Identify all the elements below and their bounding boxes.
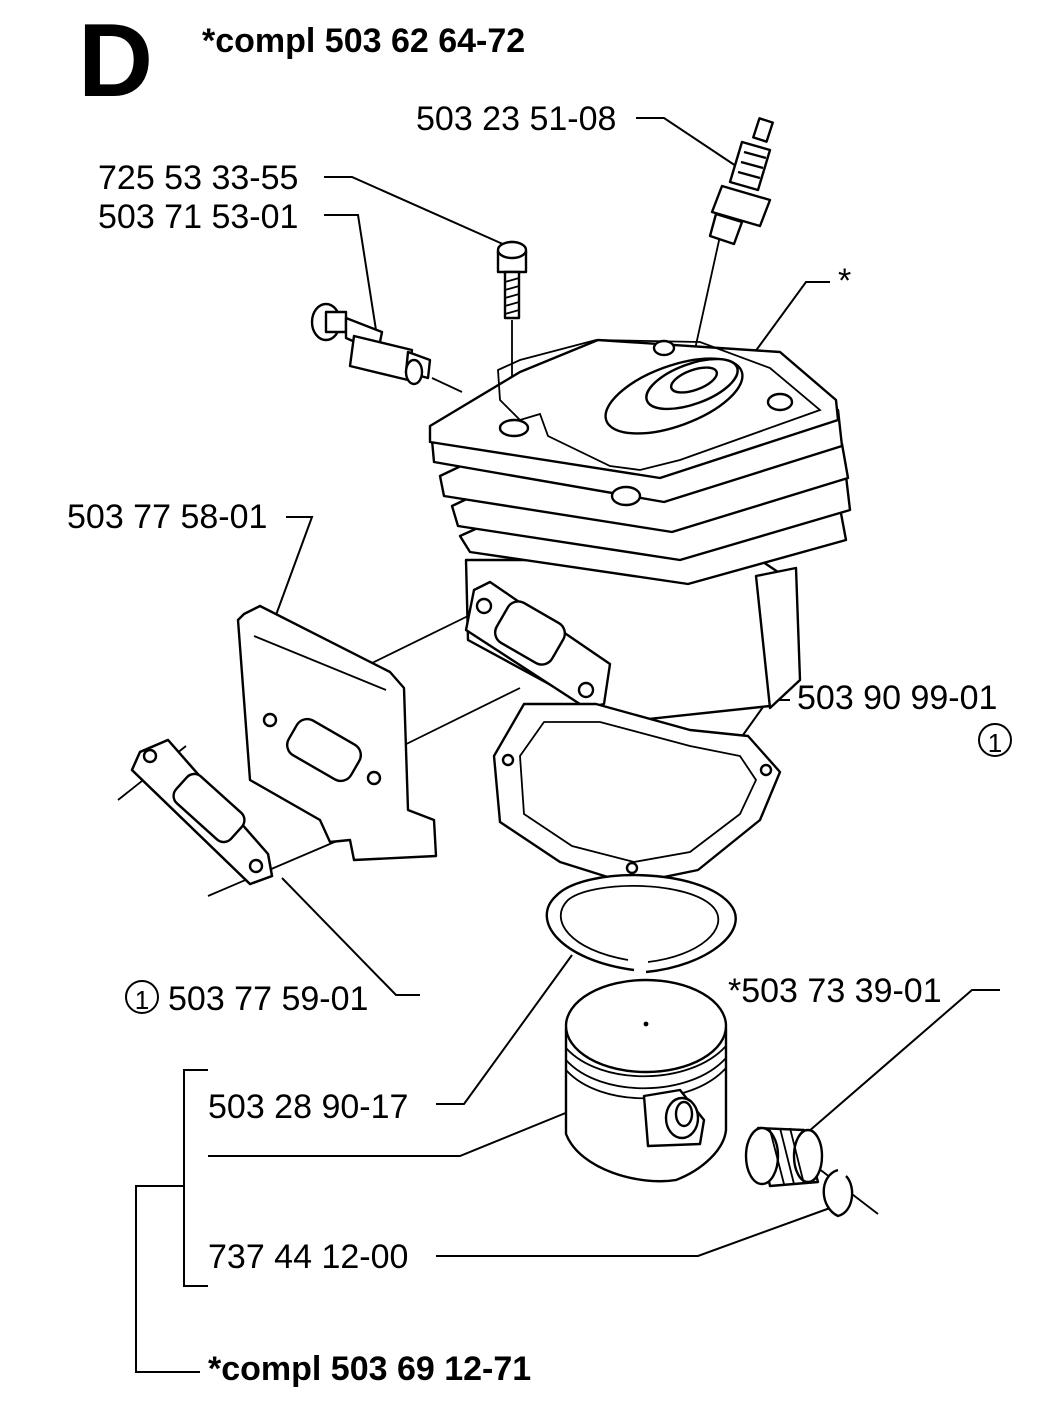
- axis-shield-top: [369, 615, 469, 665]
- piston-ring-drawing: [545, 873, 737, 974]
- piston-drawing: [564, 978, 728, 1183]
- label-piston-ring: 503 28 90-17: [208, 1088, 408, 1126]
- header-compl-label: *compl 503 62 64-72: [202, 22, 525, 60]
- circled-marker-muffler-gasket: 1: [125, 980, 159, 1015]
- label-muffler-gasket: 503 77 59-01: [168, 980, 368, 1018]
- leader-screw: [324, 176, 506, 246]
- circled-marker-cylinder-gasket: 1: [978, 723, 1012, 758]
- leader-needle-bearing: [807, 989, 1000, 1133]
- section-letter: D: [78, 3, 153, 119]
- bracket-piston-kit: [183, 1069, 208, 1287]
- axis-decompression: [431, 377, 463, 393]
- footer-compl-label: *compl 503 69 12-71: [208, 1350, 531, 1388]
- leader-spark-plug: [636, 117, 743, 171]
- label-heat-shield: 503 77 58-01: [67, 498, 267, 536]
- decompression-valve-drawing: [310, 302, 432, 386]
- label-cylinder-gasket: 503 90 99-01: [797, 679, 997, 717]
- label-circlip: 737 44 12-00: [208, 1238, 408, 1276]
- circled-marker-text: 1: [988, 728, 1002, 758]
- needle-bearing-drawing: [744, 1126, 824, 1188]
- leader-decompression-valve: [324, 214, 377, 331]
- spark-plug-drawing: [708, 117, 774, 246]
- cylinder-gasket-drawing: [492, 702, 782, 886]
- leader-heat-shield: [275, 516, 314, 616]
- muffler-gasket-drawing: [130, 738, 274, 886]
- circled-marker-text: 1: [135, 985, 149, 1015]
- cylinder-drawing: [428, 338, 852, 724]
- label-spark-plug: 503 23 51-08: [416, 100, 616, 138]
- label-needle-bearing: *503 73 39-01: [728, 972, 942, 1010]
- circlip-drawing: [822, 1168, 854, 1218]
- heat-shield-drawing: [236, 604, 438, 862]
- label-asterisk: *: [838, 262, 851, 300]
- leader-piston-ring: [436, 954, 573, 1105]
- leader-piston: [208, 1111, 569, 1157]
- label-decompression-valve: 503 71 53-01: [98, 198, 298, 236]
- label-screw: 725 53 33-55: [98, 159, 298, 197]
- leader-muffler-gasket: [281, 877, 420, 996]
- leader-circlip: [436, 1207, 831, 1257]
- bracket-compl-kit: [135, 1185, 200, 1373]
- screw-drawing: [496, 240, 528, 320]
- leader-asterisk: [751, 281, 830, 357]
